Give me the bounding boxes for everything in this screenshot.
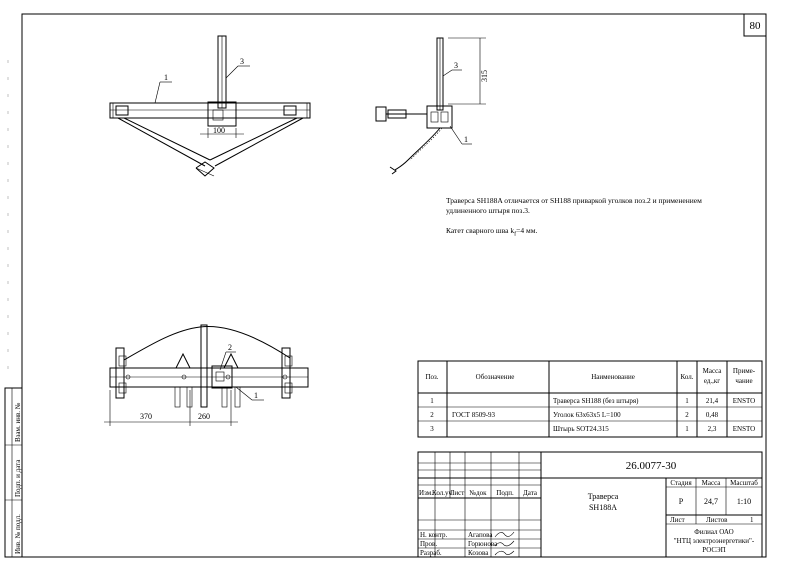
doc-number: 26.0077-30	[626, 460, 677, 472]
sheet-frame	[21, 13, 767, 558]
spec-header-designation: Обозначение	[476, 373, 515, 381]
signature-mark	[494, 540, 515, 547]
note-line-3-end: =4 мм.	[516, 226, 538, 235]
note-line-3: Катет сварного шва k	[446, 226, 515, 235]
callout-top-1: 1	[164, 73, 168, 82]
col-scale-label: Масштаб	[730, 479, 758, 487]
org-line-1: Филиал ОАО	[694, 528, 733, 536]
spec-cell-qty: 1	[685, 397, 689, 405]
spec-cell-name: Уголок 63х63х5 L=100	[553, 411, 621, 419]
spec-cell-mass: 21,4	[706, 397, 719, 405]
spec-cell-note: ENSTO	[733, 397, 755, 405]
rev-header-sheet: Лист	[450, 489, 465, 497]
spec-header-note-2: чание	[735, 377, 752, 385]
spec-header-qty: Кол.	[681, 373, 694, 381]
spec-row: 2 ГОСТ 8509-93 Уголок 63х63х5 L=100 2 0,…	[430, 411, 718, 419]
title-line-1: Траверса	[588, 492, 619, 501]
spec-cell-name: Штырь SOT24.315	[553, 425, 609, 433]
top-view-drawing: 100 1 3	[109, 35, 311, 177]
dim-top-width: 100	[213, 126, 225, 135]
name-checked: Горюнова	[468, 540, 498, 548]
dim-front-left: 370	[140, 412, 152, 421]
spec-cell-mass: 2,3	[708, 425, 717, 433]
spec-header-name: Наименование	[591, 373, 635, 381]
name-norm-control: Агапова	[468, 531, 493, 539]
spec-cell-mass: 0,48	[706, 411, 719, 419]
spec-cell-designation: ГОСТ 8509-93	[452, 411, 496, 419]
dim-front-right: 260	[198, 412, 210, 421]
side-stamp-inventory: Инв. № подл.	[14, 514, 22, 554]
spec-cell-qty: 1	[685, 425, 689, 433]
spec-header-mass-1: Масса	[703, 367, 723, 375]
sheet-label: Лист	[670, 516, 685, 524]
page-number: 80	[750, 20, 762, 32]
spec-cell-name: Траверса SH188 (без штыря)	[553, 397, 639, 405]
rev-header-date: Дата	[523, 489, 538, 497]
role-checked: Пров.	[420, 540, 437, 548]
side-view-drawing: 315 3 1	[375, 37, 489, 175]
callout-front-1: 1	[254, 391, 258, 400]
role-norm-control: Н. контр.	[420, 531, 447, 539]
signature-mark	[494, 531, 515, 538]
note-paragraph: Траверса SH188A отличается от SH188 прив…	[446, 196, 746, 240]
note-line-1: Траверса SH188A отличается от SH188 прив…	[446, 196, 702, 205]
spec-row: 3 Штырь SOT24.315 1 2,3 ENSTO	[430, 425, 755, 433]
spec-row: 1 Траверса SH188 (без штыря) 1 21,4 ENST…	[430, 397, 755, 405]
scale-value: 1:10	[737, 497, 751, 506]
rev-header-sign: Подп.	[496, 489, 514, 497]
name-developed: Козова	[468, 549, 489, 557]
sheets-label: Листов	[706, 516, 728, 524]
spec-cell-note: ENSTO	[733, 425, 755, 433]
side-stamp-replace: Взам. инв. №	[14, 402, 22, 442]
page-number-box	[743, 13, 767, 37]
org-line-2: "НТЦ электроэнергетики"-	[674, 537, 755, 545]
spec-header-mass-2: ед.,кг	[704, 377, 720, 385]
callout-side-1: 1	[464, 135, 468, 144]
note-weld: Катет сварного шва kf=4 мм.	[446, 226, 746, 240]
stage-value: Р	[679, 497, 684, 506]
callout-top-3: 3	[240, 57, 244, 66]
mass-value: 24,7	[704, 497, 718, 506]
sheets-count: 1	[750, 516, 754, 524]
spec-header-note-1: Приме-	[733, 367, 756, 375]
note-line-3-sub: f	[514, 231, 517, 238]
front-view-drawing: 370 260 2 1	[104, 324, 309, 426]
side-stamp-sign: Подп. и дата	[14, 459, 22, 497]
rev-header-doc: №док	[469, 489, 487, 497]
col-mass-label: Масса	[702, 479, 722, 487]
title-line-2: SH188A	[589, 503, 617, 512]
callout-front-2: 2	[228, 343, 232, 352]
rev-header-count: Кол.уч	[432, 489, 452, 497]
col-stage-label: Стадия	[670, 479, 692, 487]
spec-cell-pos: 3	[430, 425, 434, 433]
spec-cell-pos: 2	[430, 411, 434, 419]
spec-header-pos: Поз.	[425, 373, 438, 381]
spec-cell-qty: 2	[685, 411, 689, 419]
title-block: Изм. Кол.уч Лист №док Подп. Дата Н. конт…	[417, 451, 763, 558]
signature-mark	[494, 550, 515, 556]
role-developed: Разраб.	[420, 549, 442, 557]
note-line-2: удлиненного штыря поз.3.	[446, 206, 530, 215]
callout-side-3: 3	[454, 61, 458, 70]
side-stamp: Взам. инв. № Подп. и дата Инв. № подл.	[4, 60, 23, 558]
dim-side-height: 315	[480, 70, 489, 82]
spec-cell-pos: 1	[430, 397, 434, 405]
specification-table: Поз. Обозначение Наименование Кол. Масса…	[417, 360, 763, 438]
rev-header-change: Изм.	[419, 489, 433, 497]
org-line-3: РОСЭП	[702, 546, 725, 554]
